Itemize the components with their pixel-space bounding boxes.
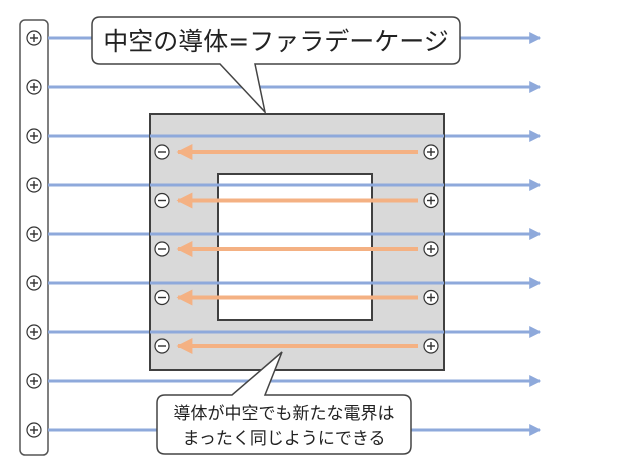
plate-positive-charge: [26, 373, 42, 389]
callout-top-text: 中空の導体=ファラデーケージ: [103, 27, 448, 56]
plate-positive-charge: [26, 79, 42, 95]
plate-positive-charge: [26, 226, 42, 242]
induced-negative-charge: [154, 338, 170, 354]
external-field-lines-through-conductor: [150, 134, 444, 334]
callout-bottom-bubble: [156, 351, 412, 455]
conductor-outline: [149, 113, 445, 371]
induced-negative-charge: [154, 144, 170, 160]
induced-negative-charge: [154, 241, 170, 257]
induced-positive-charge: [423, 144, 439, 160]
plate-positive-charge: [26, 324, 42, 340]
induced-field-lines: [176, 144, 418, 354]
induced-positive-charge: [423, 192, 439, 209]
induced-charges: [154, 144, 439, 354]
induced-positive-charge: [423, 289, 439, 306]
induced-positive-charge: [423, 241, 439, 257]
plate-positive-charge: [26, 30, 42, 46]
callout-bottom-line-1: 導体が中空でも新たな電界は: [174, 404, 395, 424]
plate-positive-charge: [26, 422, 42, 438]
induced-negative-charge: [154, 289, 170, 306]
induced-positive-charge: [423, 338, 439, 354]
callout-bottom: 導体が中空でも新たな電界は まったく同じようにできる: [156, 351, 412, 455]
callout-top: 中空の導体=ファラデーケージ: [91, 16, 461, 115]
plate-positive-charge: [26, 128, 42, 144]
plate-positive-charge: [26, 177, 42, 193]
induced-negative-charge: [154, 192, 170, 209]
plate-positive-charge: [26, 275, 42, 291]
callout-bottom-line-2: まったく同じようにできる: [183, 429, 386, 449]
plate-positive-charges: [26, 30, 42, 438]
callout-top-bubble: [91, 16, 461, 115]
